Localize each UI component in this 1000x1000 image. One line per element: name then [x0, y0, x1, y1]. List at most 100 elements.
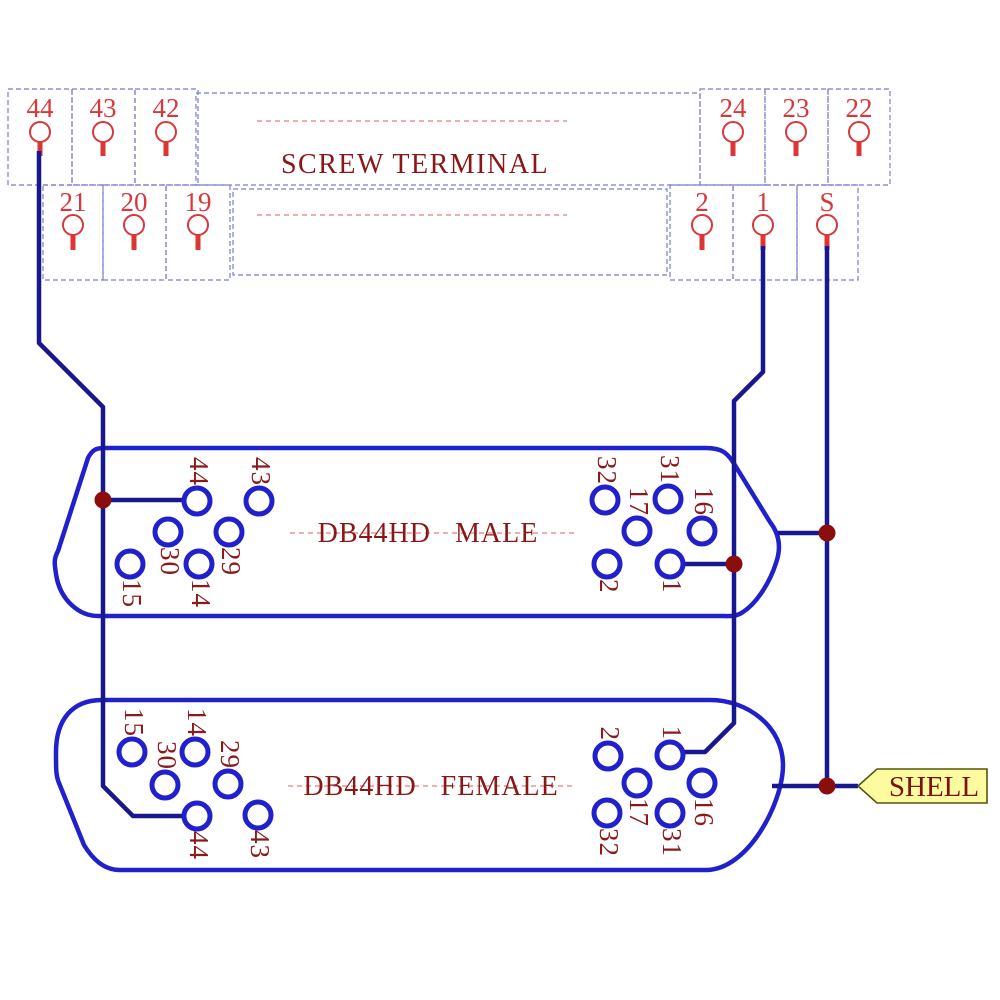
- male-pin-label: 2: [594, 579, 624, 594]
- female-pin-label: 32: [594, 828, 624, 857]
- male-pin-label: 44: [184, 457, 214, 486]
- wire-44: [36, 151, 184, 819]
- screw-circle-icon: [123, 214, 145, 236]
- wires: [36, 151, 858, 819]
- female-pin-label: 43: [245, 830, 275, 859]
- db44hd-female-outline: [53, 697, 786, 873]
- male-pin-circle: [183, 548, 215, 580]
- terminal-row1-1: 43: [90, 93, 117, 156]
- terminal-number: 42: [153, 93, 180, 123]
- terminal-number: 20: [121, 187, 148, 217]
- female-pin-circle: [149, 769, 181, 801]
- male-pin-circle: [591, 548, 623, 580]
- female-pin-circle: [654, 739, 686, 771]
- female-pin-circle: [179, 736, 211, 768]
- screw-circle-icon: [29, 121, 51, 143]
- terminal-cell: [669, 184, 734, 281]
- male-pin-label: 29: [216, 547, 246, 576]
- female-title: DB44HD FEMALE: [303, 771, 558, 802]
- female-pin-circle: [621, 767, 653, 799]
- male-pin-circle: [243, 485, 275, 517]
- male-pin-circle: [213, 516, 245, 548]
- male-pin-circle: [114, 548, 146, 580]
- female-pin-circle: [592, 740, 624, 772]
- terminal-row2-5: S: [816, 187, 838, 250]
- terminal-number: 21: [60, 187, 87, 217]
- screw-terminal-block: SCREW TERMINAL 44 43 42 24 23 22: [7, 88, 891, 281]
- screw-circle-icon: [691, 214, 713, 236]
- terminal-row2-3: 2: [691, 187, 713, 250]
- male-pin-circle: [589, 484, 621, 516]
- terminal-number: 2: [695, 187, 709, 217]
- terminal-row1-2: 42: [153, 93, 180, 156]
- female-pin-label: 1: [657, 726, 687, 741]
- male-pin-circle: [686, 515, 718, 547]
- screw-circle-icon: [752, 214, 774, 236]
- female-pin-circle: [591, 797, 623, 829]
- terminal-number: 22: [846, 93, 873, 123]
- terminal-cell-wide: [195, 92, 701, 186]
- male-title: DB44HD MALE: [318, 518, 539, 549]
- female-pin-label: 17: [624, 798, 654, 827]
- terminal-cell: [732, 184, 798, 281]
- male-pin-label: 30: [155, 547, 185, 576]
- female-pin-label: 44: [184, 831, 214, 860]
- terminal-row2-4: 1: [752, 187, 774, 250]
- terminal-row2-2: 19: [185, 187, 212, 250]
- male-pin-circle: [181, 485, 213, 517]
- female-pin-label: 29: [215, 740, 245, 769]
- terminal-row2-0: 21: [60, 187, 87, 250]
- screw-circle-icon: [816, 214, 838, 236]
- screw-circle-icon: [187, 214, 209, 236]
- shell-tag-shape: [856, 768, 988, 804]
- male-pin-label: 1: [657, 579, 687, 594]
- terminal-row1-0: 44: [27, 93, 54, 156]
- terminal-number: 43: [90, 93, 117, 123]
- male-pin-circle: [652, 483, 684, 515]
- male-pin-label: 17: [624, 487, 654, 516]
- female-pin-circle: [116, 736, 148, 768]
- male-pin-label: 16: [689, 487, 719, 516]
- shell-label: SHELL: [889, 771, 979, 803]
- screw-circle-icon: [785, 121, 807, 143]
- female-pin-circle: [686, 767, 718, 799]
- junction-dot: [818, 777, 836, 795]
- female-pin-label: 16: [689, 798, 719, 827]
- junction-dot: [725, 555, 743, 573]
- db44hd-male-connector: DB44HD MALE 44 43 30 29 15 14 32 31 17 1…: [114, 455, 719, 608]
- terminal-cell-wide: [232, 188, 668, 276]
- terminal-cell: [165, 184, 231, 281]
- female-pin-circle: [654, 797, 686, 829]
- shell-net-tag: SHELL: [856, 768, 988, 804]
- female-pin-label: 2: [595, 727, 625, 742]
- male-pin-label: 15: [117, 579, 147, 608]
- male-pin-label: 14: [186, 579, 216, 608]
- male-pin-label: 32: [592, 456, 622, 485]
- female-pin-label: 15: [119, 708, 149, 737]
- screw-circle-icon: [722, 121, 744, 143]
- db44hd-male-outline: [52, 445, 782, 619]
- terminal-row1-5: 22: [846, 93, 873, 156]
- male-pin-circle: [654, 548, 686, 580]
- male-pin-label: 31: [655, 455, 685, 484]
- female-pin-label: 14: [182, 708, 212, 737]
- terminal-row2-1: 20: [121, 187, 148, 250]
- junction-dot: [818, 524, 836, 542]
- male-pin-circle: [152, 516, 184, 548]
- terminal-cell: [102, 184, 167, 281]
- female-pin-label: 30: [152, 741, 182, 770]
- terminal-number: 1: [756, 187, 770, 217]
- female-pin-label: 31: [657, 828, 687, 857]
- female-pin-circle: [181, 800, 213, 832]
- terminal-number: S: [819, 187, 834, 217]
- male-pin-label: 43: [246, 457, 276, 486]
- screw-circle-icon: [155, 121, 177, 143]
- terminal-number: 19: [185, 187, 212, 217]
- screw-circle-icon: [92, 121, 114, 143]
- male-pin-circle: [621, 515, 653, 547]
- terminal-row1-3: 24: [720, 93, 747, 156]
- screw-circle-icon: [62, 214, 84, 236]
- screw-circle-icon: [848, 121, 870, 143]
